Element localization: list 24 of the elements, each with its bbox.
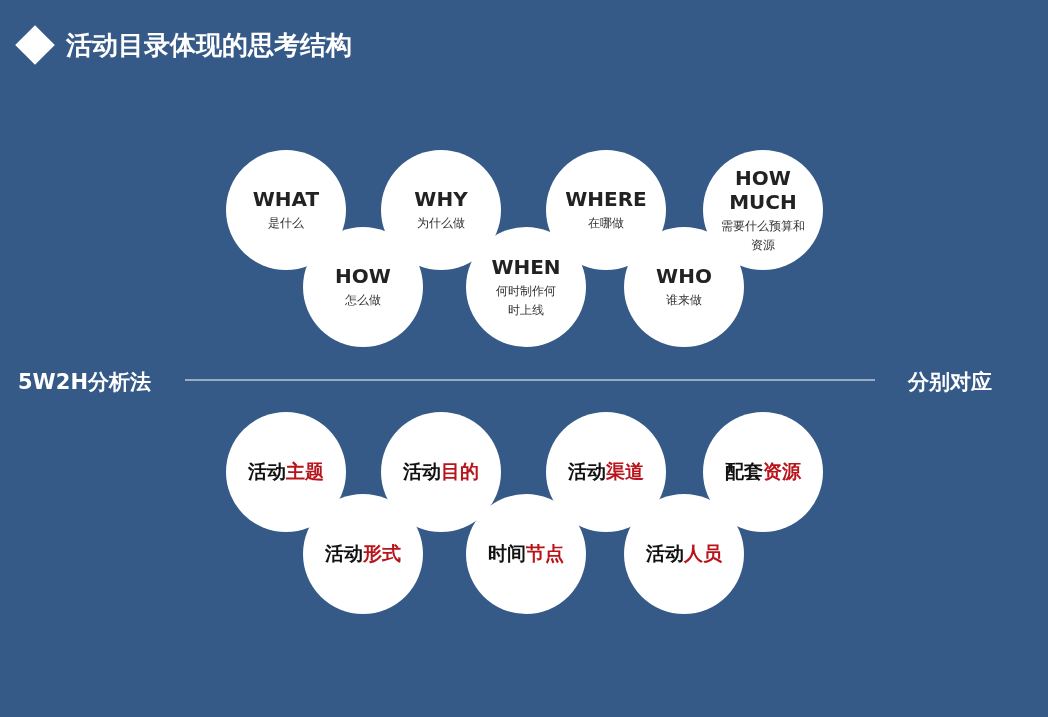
question-word: HOW <box>335 264 391 288</box>
question-word: WHAT <box>252 187 320 211</box>
answer-text: 谁来做 <box>666 292 702 309</box>
topic-label: 时间节点 <box>488 541 564 566</box>
question-word: WHO <box>656 264 712 288</box>
question-word: HOW MUCH <box>728 165 798 214</box>
answer-text: 在哪做 <box>588 215 624 232</box>
side-label: 分别对应 <box>908 369 992 396</box>
topic-label: 活动人员 <box>646 541 722 566</box>
answer-text: 需要什么预算和资源 <box>720 217 806 254</box>
answer-text: 是什么 <box>268 215 304 232</box>
question-word: WHERE <box>565 187 647 211</box>
topic-label: 活动主题 <box>248 459 324 484</box>
answer-text: 怎么做 <box>345 292 381 309</box>
answer-text: 何时制作何时上线 <box>496 282 556 319</box>
topic-label: 活动目的 <box>403 459 479 484</box>
topic-label: 配套资源 <box>725 459 801 484</box>
topic-label: 活动形式 <box>325 541 401 566</box>
question-word: WHEN <box>491 254 561 279</box>
answer-text: 为什么做 <box>417 215 465 232</box>
topic-label: 活动渠道 <box>568 459 644 484</box>
question-word: WHY <box>414 187 468 211</box>
page-title: 活动目录体现的思考结构 <box>66 29 352 62</box>
side-label: 5W2H分析法 <box>18 369 151 396</box>
